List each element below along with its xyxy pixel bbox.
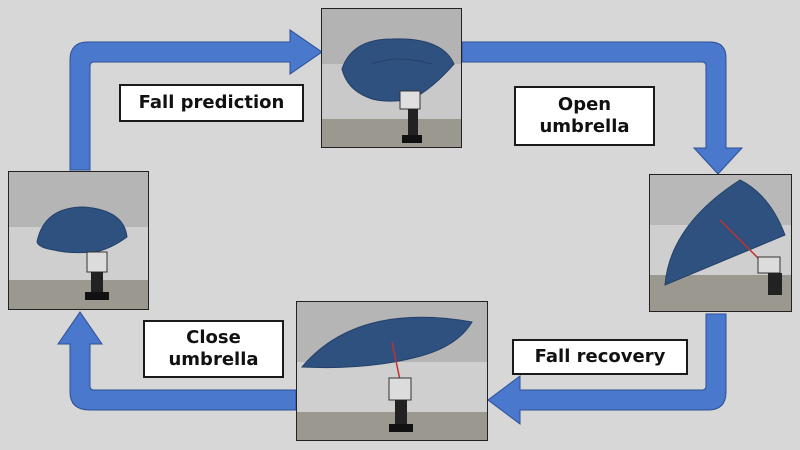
- photo-open-umbrella: [649, 174, 792, 312]
- label-close-umbrella-text: Close umbrella: [168, 327, 259, 370]
- label-close-umbrella: Close umbrella: [143, 320, 284, 378]
- label-fall-prediction-text: Fall prediction: [138, 92, 285, 113]
- photo-fall-recovery: [296, 301, 488, 441]
- cycle-arrows: [57, 29, 744, 425]
- photo-fall-prediction: [321, 8, 462, 148]
- label-fall-recovery: Fall recovery: [512, 339, 688, 375]
- label-fall-recovery-text: Fall recovery: [534, 346, 666, 367]
- arrow-bottom-to-left: [57, 311, 297, 411]
- label-fall-prediction: Fall prediction: [119, 84, 304, 122]
- arrow-left-to-top: [69, 29, 323, 171]
- label-open-umbrella-text: Open umbrella: [539, 94, 630, 137]
- photo-close-umbrella: [8, 171, 149, 310]
- arrow-right-to-bottom: [487, 313, 727, 425]
- label-open-umbrella: Open umbrella: [514, 86, 655, 146]
- arrow-top-to-right: [461, 41, 744, 175]
